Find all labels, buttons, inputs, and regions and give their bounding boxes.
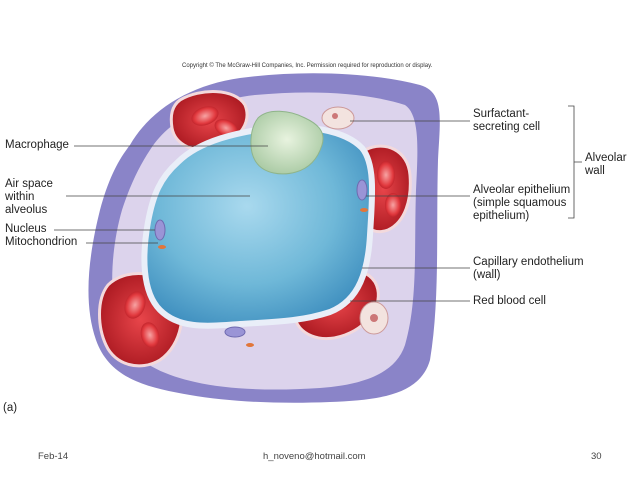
nucleus [154, 219, 166, 241]
rbc-6 [140, 322, 160, 348]
label-alveolar-epithelium-line-2: (simple squamous [473, 197, 567, 209]
label-capillary: Capillary endothelium (wall) [473, 256, 584, 282]
label-alveolar-epithelium: Alveolar epithelium (simple squamous epi… [473, 184, 570, 223]
footer-page-number: 30 [591, 451, 602, 462]
label-macrophage: Macrophage [5, 139, 69, 151]
label-alveolar-wall-line-1: Alveolar [585, 152, 627, 164]
label-capillary-line-1: Capillary endothelium [473, 256, 584, 268]
label-air-space-line-2: within [5, 191, 35, 203]
label-air-space-line-1: Air space [5, 178, 53, 190]
label-surfactant-line-2: secreting cell [473, 121, 541, 133]
endothelial-nucleus-bottom [224, 326, 246, 338]
alveolar-wall-bracket [568, 105, 582, 219]
rbc-4 [385, 193, 401, 217]
rbc-1 [191, 106, 219, 126]
copyright-notice: Copyright © The McGraw-Hill Companies, I… [182, 63, 433, 69]
label-capillary-line-2: (wall) [473, 269, 501, 281]
label-red-blood-cell: Red blood cell [473, 295, 546, 307]
macrophage-cell [250, 110, 324, 175]
label-air-space-line-3: alveolus [5, 204, 48, 216]
label-mitochondrion: Mitochondrion [5, 236, 78, 248]
label-alveolar-epithelium-line-1: Alveolar epithelium [473, 184, 571, 196]
rbc-3 [377, 161, 395, 189]
label-surfactant-line-1: Surfactant- [473, 108, 530, 120]
mitochondrion-2 [360, 208, 368, 212]
label-alveolar-wall-line-2: wall [585, 165, 605, 177]
label-nucleus: Nucleus [5, 223, 47, 235]
leader-lines [54, 105, 582, 302]
footer-email: h_noveno@hotmail.com [263, 451, 366, 462]
mitochondrion-3 [246, 343, 254, 347]
mitochondrion [158, 245, 166, 249]
epithelial-nucleus-right [356, 179, 368, 201]
label-alveolar-epithelium-line-3: epithelium) [473, 210, 530, 222]
label-air-space: Air space within alveolus [5, 178, 53, 217]
rbc-5 [124, 291, 146, 319]
surfactant-cell [321, 106, 355, 130]
panel-label: (a) [3, 402, 18, 414]
footer-date: Feb-14 [38, 451, 69, 462]
label-surfactant: Surfactant- secreting cell [473, 108, 540, 134]
label-alveolar-wall: Alveolar wall [585, 152, 627, 178]
